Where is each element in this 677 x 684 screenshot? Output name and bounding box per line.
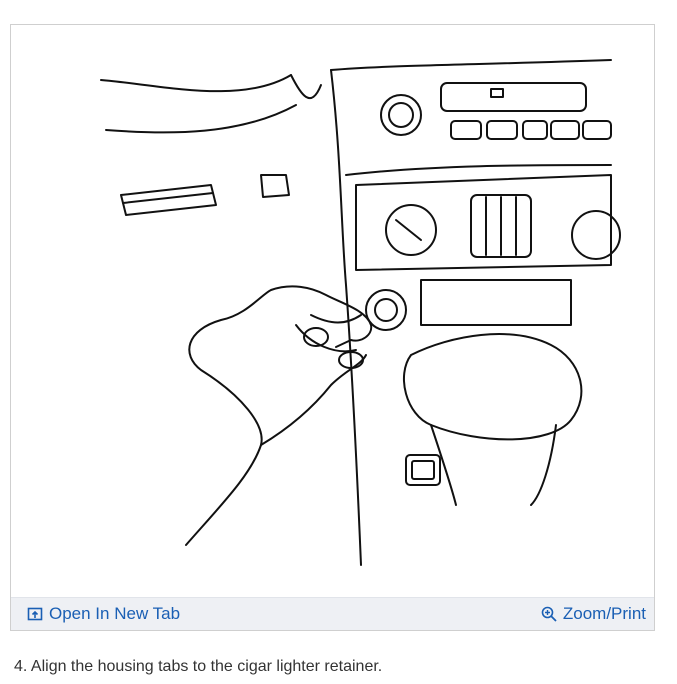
hand (185, 285, 373, 546)
hvac-knob (380, 94, 422, 136)
lighter-socket (365, 289, 407, 331)
fan-knob (385, 204, 437, 256)
trac-off-switch (405, 454, 441, 486)
hvac-button-row (450, 120, 612, 140)
radio-display (440, 82, 587, 112)
gear-shifter (402, 333, 583, 441)
zoom-print-link[interactable]: Zoom/Print (541, 604, 646, 624)
open-in-new-tab-link[interactable]: Open In New Tab (27, 604, 180, 624)
center-vent (470, 194, 532, 258)
climate-panel (355, 174, 612, 271)
zoom-print-label: Zoom/Print (562, 604, 646, 623)
open-in-new-tab-label: Open In New Tab (49, 604, 181, 623)
dashboard-illustration (100, 59, 621, 566)
dash-top-edge (100, 74, 292, 93)
console-left-edge (330, 69, 362, 566)
step-caption: 4. Align the housing tabs to the cigar l… (14, 658, 383, 675)
zoom-icon (541, 606, 557, 622)
left-vent (120, 184, 217, 216)
open-new-tab-icon (27, 606, 43, 622)
figure-action-bar: Open In New Tab Zoom/Print (11, 597, 654, 630)
figure-card: Open In New Tab Zoom/Print (10, 24, 655, 631)
